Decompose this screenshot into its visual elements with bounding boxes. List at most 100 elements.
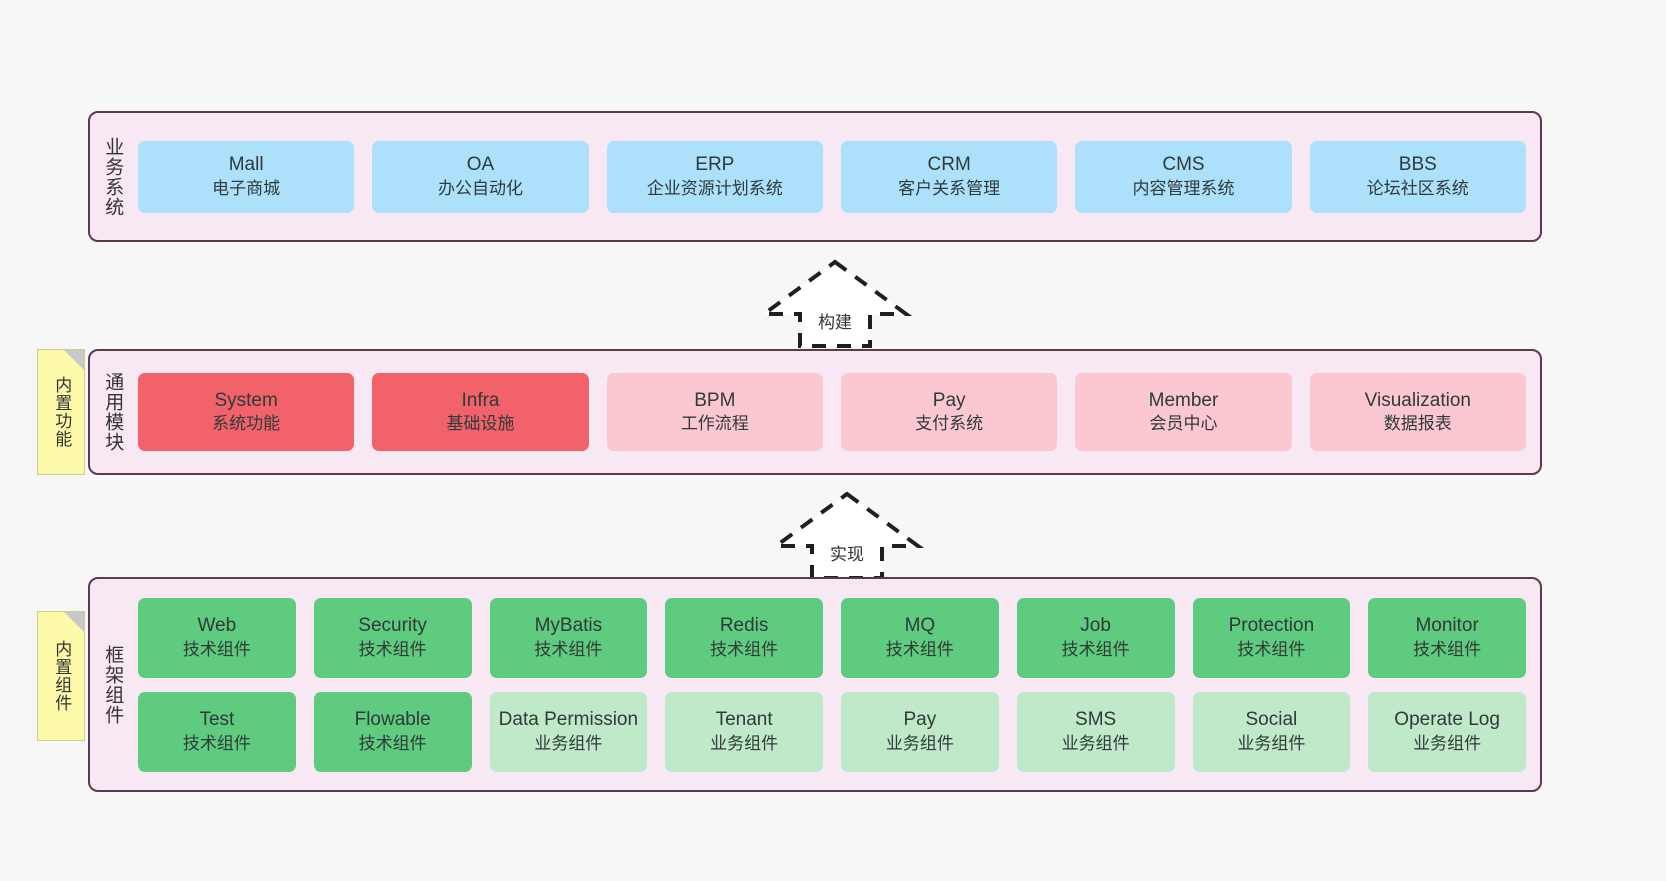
module-card-pay[interactable]: Pay 支付系统	[840, 373, 1058, 451]
layer-label-business-systems: 业务系统	[102, 136, 124, 217]
module-card-oa[interactable]: OA 办公自动化	[372, 140, 589, 213]
module-card-title: Pay	[903, 709, 937, 731]
module-card-data-permission[interactable]: Data Permission 业务组件	[489, 691, 648, 772]
module-card-title: Protection	[1228, 615, 1315, 637]
module-card-subtitle: 基础设施	[446, 414, 515, 434]
module-card-subtitle: 技术组件	[358, 639, 427, 659]
module-card-web[interactable]: Web 技术组件	[138, 597, 296, 678]
module-card-subtitle: 业务组件	[1237, 733, 1306, 753]
module-card-title: Visualization	[1364, 389, 1471, 411]
module-card-cms[interactable]: CMS 内容管理系统	[1075, 140, 1292, 213]
module-card-sms[interactable]: SMS 业务组件	[1016, 691, 1175, 772]
module-card-subtitle: 内容管理系统	[1132, 178, 1235, 198]
module-card-subtitle: 技术组件	[710, 639, 779, 659]
module-card-mq[interactable]: MQ 技术组件	[841, 597, 999, 678]
layer-body-framework-components: Web 技术组件 Security 技术组件 MyBatis 技术组件 Redi…	[134, 579, 1540, 790]
layer-business-systems: 业务系统 Mall 电子商城 OA 办公自动化 ERP 企业资源计划系统 CRM…	[88, 111, 1542, 242]
module-card-title: Test	[199, 709, 235, 731]
module-card-subtitle: 会员中心	[1149, 414, 1218, 434]
module-card-flowable[interactable]: Flowable 技术组件	[313, 691, 472, 772]
module-card-subtitle: 论坛社区系统	[1366, 178, 1469, 198]
module-card-mybatis[interactable]: MyBatis 技术组件	[489, 597, 648, 678]
layer-common-modules: 通用模块 System 系统功能 Infra 基础设施 BPM 工作流程 Pay…	[88, 349, 1542, 475]
module-card-title: MyBatis	[534, 615, 603, 637]
module-card-infra[interactable]: Infra 基础设施	[372, 373, 589, 451]
layer-body-business-systems: Mall 电子商城 OA 办公自动化 ERP 企业资源计划系统 CRM 客户关系…	[134, 113, 1540, 240]
module-card-crm[interactable]: CRM 客户关系管理	[840, 140, 1058, 213]
module-card-subtitle: 支付系统	[915, 414, 984, 434]
arrow-label-build: 构建	[818, 313, 852, 332]
card-row: System 系统功能 Infra 基础设施 BPM 工作流程 Pay 支付系统…	[138, 373, 1526, 451]
module-card-title: Mall	[228, 154, 264, 176]
module-card-subtitle: 技术组件	[1061, 639, 1130, 659]
module-card-operate-log[interactable]: Operate Log 业务组件	[1368, 691, 1526, 772]
module-card-subtitle: 办公自动化	[437, 178, 523, 198]
module-card-monitor[interactable]: Monitor 技术组件	[1368, 597, 1526, 678]
module-card-member[interactable]: Member 会员中心	[1075, 373, 1292, 451]
module-card-pay-business[interactable]: Pay 业务组件	[841, 691, 999, 772]
module-card-subtitle: 企业资源计划系统	[646, 178, 783, 198]
module-card-subtitle: 技术组件	[534, 639, 603, 659]
arrow-build: 构建	[757, 258, 913, 350]
module-card-visualization[interactable]: Visualization 数据报表	[1309, 373, 1526, 451]
module-card-test[interactable]: Test 技术组件	[138, 691, 296, 772]
module-card-security[interactable]: Security 技术组件	[313, 597, 472, 678]
layer-body-common-modules: System 系统功能 Infra 基础设施 BPM 工作流程 Pay 支付系统…	[134, 351, 1540, 473]
module-card-job[interactable]: Job 技术组件	[1016, 597, 1175, 678]
module-card-system[interactable]: System 系统功能	[138, 373, 355, 451]
module-card-title: Monitor	[1415, 615, 1479, 637]
module-card-subtitle: 技术组件	[182, 733, 251, 753]
note-text: 内置功能	[52, 376, 72, 448]
note-builtin-component: 内置组件	[37, 611, 85, 741]
module-card-title: BPM	[694, 389, 736, 411]
module-card-title: MQ	[904, 615, 936, 637]
module-card-subtitle: 技术组件	[885, 639, 954, 659]
module-card-title: Data Permission	[498, 709, 639, 731]
note-builtin-function: 内置功能	[37, 349, 85, 475]
module-card-title: System	[214, 389, 278, 411]
module-card-title: BBS	[1398, 154, 1437, 176]
module-card-title: Security	[358, 615, 427, 637]
module-card-subtitle: 业务组件	[885, 733, 954, 753]
layer-label-common-modules: 通用模块	[102, 372, 124, 452]
module-card-title: Infra	[461, 389, 500, 411]
module-card-bpm[interactable]: BPM 工作流程	[606, 373, 823, 451]
arrow-implement: 实现	[769, 490, 925, 582]
module-card-subtitle: 数据报表	[1383, 414, 1452, 434]
module-card-protection[interactable]: Protection 技术组件	[1192, 597, 1351, 678]
module-card-mall[interactable]: Mall 电子商城	[138, 140, 355, 213]
module-card-title: Operate Log	[1394, 709, 1500, 731]
module-card-title: CMS	[1162, 154, 1205, 176]
module-card-title: Tenant	[715, 709, 773, 731]
module-card-subtitle: 技术组件	[1413, 639, 1482, 659]
module-card-subtitle: 技术组件	[182, 639, 251, 659]
module-card-social[interactable]: Social 业务组件	[1192, 691, 1351, 772]
module-card-title: Member	[1148, 389, 1219, 411]
module-card-title: Pay	[932, 389, 966, 411]
arrow-label-implement: 实现	[830, 545, 864, 564]
module-card-title: Web	[197, 615, 237, 637]
module-card-subtitle: 业务组件	[1413, 733, 1482, 753]
module-card-subtitle: 电子商城	[212, 178, 281, 198]
module-card-title: Redis	[719, 615, 769, 637]
module-card-erp[interactable]: ERP 企业资源计划系统	[606, 140, 823, 213]
module-card-title: ERP	[695, 154, 735, 176]
card-row: Mall 电子商城 OA 办公自动化 ERP 企业资源计划系统 CRM 客户关系…	[138, 140, 1526, 213]
module-card-subtitle: 业务组件	[534, 733, 603, 753]
module-card-subtitle: 业务组件	[1061, 733, 1130, 753]
module-card-subtitle: 系统功能	[212, 414, 281, 434]
note-text: 内置组件	[52, 640, 72, 712]
layer-framework-components: 框架组件 Web 技术组件 Security 技术组件 MyBatis 技术组件…	[88, 577, 1542, 792]
module-card-title: OA	[466, 154, 495, 176]
module-card-title: CRM	[927, 154, 971, 176]
module-card-subtitle: 技术组件	[358, 733, 427, 753]
module-card-title: SMS	[1075, 709, 1117, 731]
module-card-bbs[interactable]: BBS 论坛社区系统	[1309, 140, 1526, 213]
module-card-redis[interactable]: Redis 技术组件	[665, 597, 823, 678]
module-card-subtitle: 客户关系管理	[898, 178, 1001, 198]
layer-label-framework-components: 框架组件	[102, 644, 124, 725]
card-row: Test 技术组件 Flowable 技术组件 Data Permission …	[138, 691, 1526, 772]
module-card-tenant[interactable]: Tenant 业务组件	[665, 691, 823, 772]
module-card-title: Social	[1245, 709, 1298, 731]
module-card-subtitle: 技术组件	[1237, 639, 1306, 659]
